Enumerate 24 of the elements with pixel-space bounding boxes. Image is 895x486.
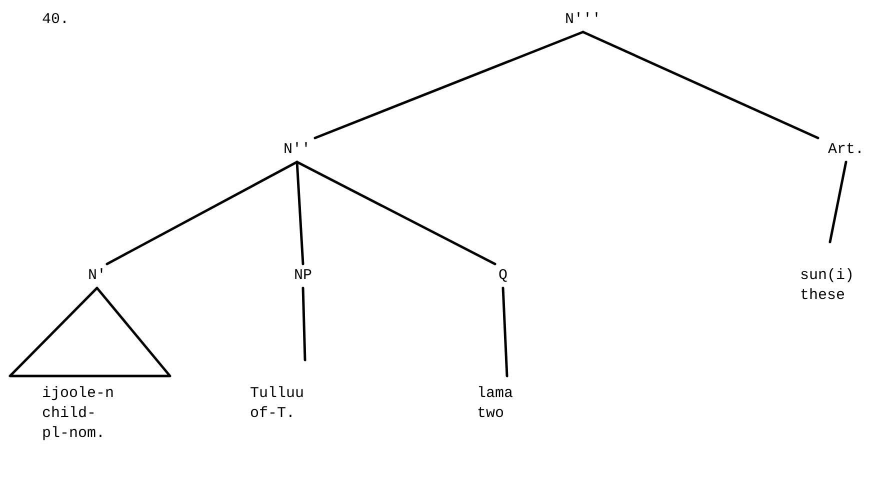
gloss: two — [477, 404, 506, 424]
tree-branch-line — [582, 30, 820, 140]
category-label: Art. — [828, 140, 864, 160]
gloss: of-T. — [250, 404, 296, 424]
example-number: 40. — [42, 10, 70, 30]
word: sun(i) — [800, 266, 856, 286]
category-label: Q — [498, 266, 508, 286]
category-label: N' — [88, 266, 106, 286]
word: lama — [477, 384, 514, 404]
triangle-branch — [8, 286, 172, 378]
gloss: child- pl-nom. — [42, 404, 106, 444]
tree-branch-line — [302, 286, 306, 362]
category-label: N'' — [284, 140, 310, 160]
tree-branch-line — [106, 160, 298, 266]
category-label: N''' — [565, 10, 601, 30]
tree-branch-line — [828, 160, 848, 244]
tree-branch-line — [314, 30, 584, 140]
gloss: these — [800, 286, 846, 306]
tree-branch-line — [502, 286, 508, 378]
tree-branch-line — [296, 160, 496, 266]
tree-branch-line — [296, 160, 304, 266]
word: Tulluu — [250, 384, 306, 404]
word: ijoole-n — [42, 384, 116, 404]
category-label: NP — [294, 266, 312, 286]
